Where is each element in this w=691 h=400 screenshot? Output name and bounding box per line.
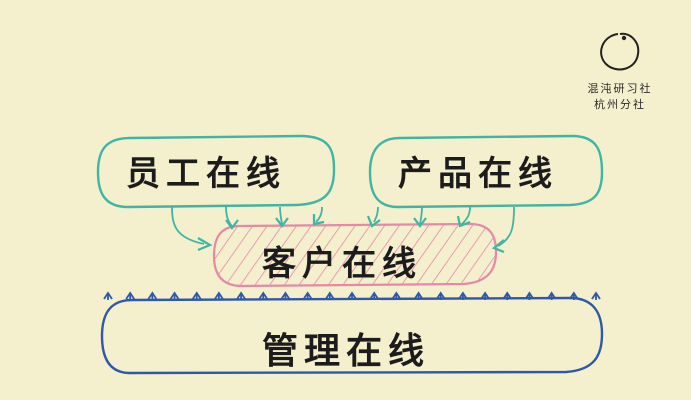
upward-arrow [325,291,335,300]
upward-arrow [125,291,135,300]
upward-arrow [191,291,202,300]
upward-arrow [302,291,313,300]
upward-arrow [347,291,357,300]
upward-arrow [524,291,535,300]
upward-arrow [591,291,601,300]
employee-online-label: 员工在线 [126,154,286,194]
upward-arrow [546,291,557,300]
ring-logo-icon [600,32,640,71]
employee-connector-arrows [197,214,325,252]
product-online-box [368,134,604,209]
brand-branch: 杭州分社 [594,98,646,111]
management-online-label: 管理在线 [262,331,431,372]
product-connector-arrows [366,215,505,254]
upward-arrow [369,291,379,300]
upward-arrow [236,291,246,300]
upward-arrow [258,291,269,300]
upward-arrow [480,291,490,300]
upward-arrow [103,291,113,300]
customer-online-oval [212,222,498,288]
upward-arrow [502,291,513,300]
customer-online-label: 客户在线 [262,244,422,284]
upward-arrow [569,291,579,300]
management-online-box [100,296,604,375]
upward-arrows-row [103,291,601,300]
product-online-label: 产品在线 [398,154,558,194]
upward-arrow [169,291,180,300]
upward-arrow [214,291,224,300]
upward-arrow [413,291,424,300]
brand-name: 混沌研习社 [587,82,653,95]
upward-arrow [435,291,446,300]
upward-arrow [280,291,291,300]
upward-arrow [391,291,402,300]
upward-arrow [458,291,468,300]
upward-arrow [147,291,158,300]
employee-online-box [96,134,336,209]
product-connectors [373,206,515,247]
